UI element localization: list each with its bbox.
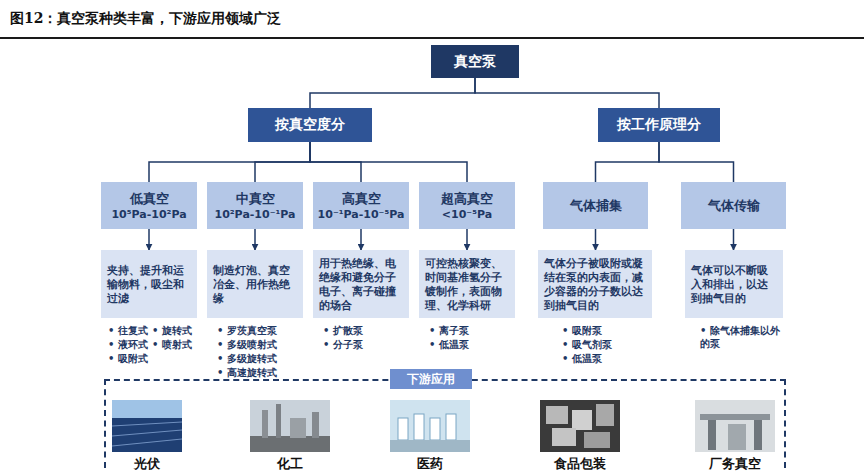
pump-type-item: • 扩散泵 <box>323 324 363 337</box>
application-tile: 厂务真空 <box>694 399 776 471</box>
pump-type-item: • 吸附泵 <box>562 324 602 337</box>
description-box: 气体可以不断吸入和排出，以达到抽气目的 <box>685 250 783 318</box>
photo-factory-vacuum <box>695 400 775 452</box>
node-text: 气体可以不断吸入和排出，以达到抽气目的 <box>691 263 777 305</box>
pump-type-item: • 离子泵 <box>429 324 469 337</box>
tree-connector <box>596 142 660 182</box>
node-text: 低真空 <box>130 190 169 207</box>
pump-type-item: • 低温泵 <box>562 352 602 365</box>
pump-type-item: • 低温泵 <box>429 338 469 351</box>
photo-pharma <box>390 400 470 452</box>
pump-type-item: • 多级喷射式 <box>217 338 277 351</box>
application-region: 下游应用光伏化工医药食品包装厂务真空 <box>104 379 786 472</box>
tree-connector <box>733 229 735 250</box>
tree-connector <box>475 78 659 108</box>
node-text: 中真空 <box>236 190 275 207</box>
tree-connector <box>149 142 310 182</box>
photo-food-packaging <box>540 400 620 452</box>
root-box: 真空泵 <box>431 45 519 78</box>
node-text: 高真空 <box>342 190 381 207</box>
title-rule <box>0 37 864 39</box>
tree-connector <box>595 229 597 250</box>
photo-solar <box>112 400 182 452</box>
pump-type-item: • 往复式 <box>108 324 148 337</box>
node-text: 10⁻¹Pa-10⁻⁵Pa <box>318 207 405 222</box>
application-tile: 食品包装 <box>539 399 621 471</box>
pump-type-item: • 高速旋转式 <box>217 366 277 379</box>
tree-connector <box>254 229 256 250</box>
tree-connector <box>255 142 310 182</box>
node-text: 可控热核聚变、时间基准氢分子镀制作，表面物理、化学科研 <box>425 256 509 312</box>
node-text: 厂务真空 <box>694 456 776 471</box>
node-text: 制造灯泡、真空冶金、用作热绝缘 <box>213 263 297 305</box>
application-tile: 光伏 <box>110 399 184 471</box>
node-text: 气体分子被吸附或凝结在泵的内表面，减少容器的分子数以达到抽气目的 <box>544 256 646 312</box>
description-box: 制造灯泡、真空冶金、用作热绝缘 <box>207 250 303 318</box>
node-text: 医药 <box>389 456 471 471</box>
tree-connector <box>466 229 468 250</box>
pump-type-item: • 除气体捕集以外的泵 <box>700 324 782 350</box>
tree-connector <box>148 229 150 250</box>
tree-connector <box>659 142 734 182</box>
application-tile: 化工 <box>249 399 331 471</box>
pump-type-item: • 旋转式 <box>152 324 192 337</box>
type-box: 气体传输 <box>681 182 786 229</box>
node-text: 夹持、提升和运输物料，吸尘和过滤 <box>107 263 191 305</box>
category-box: 按工作原理分 <box>598 108 720 142</box>
pump-type-item: • 分子泵 <box>323 338 363 351</box>
description-box: 气体分子被吸附或凝结在泵的内表面，减少容器的分子数以达到抽气目的 <box>538 250 652 318</box>
application-tile: 医药 <box>389 399 471 471</box>
node-text: 气体传输 <box>708 197 760 214</box>
tree-connector <box>310 142 467 182</box>
pump-type-item: • 吸附式 <box>108 352 148 365</box>
category-box: 按真空度分 <box>248 108 372 142</box>
type-box: 气体捕集 <box>543 182 648 229</box>
pump-type-item: • 罗茨真空泵 <box>217 324 277 337</box>
figure-title: 图12：真空泵种类丰富，下游应用领域广泛 <box>10 10 281 28</box>
type-box: 高真空10⁻¹Pa-10⁻⁵Pa <box>313 182 409 229</box>
node-text: 光伏 <box>110 456 184 471</box>
description-box: 可控热核聚变、时间基准氢分子镀制作，表面物理、化学科研 <box>419 250 515 318</box>
node-text: 用于热绝缘、电绝缘和避免分子电子、离子碰撞的场合 <box>319 256 403 312</box>
description-box: 用于热绝缘、电绝缘和避免分子电子、离子碰撞的场合 <box>313 250 409 318</box>
node-text: 气体捕集 <box>570 197 622 214</box>
section-tag: 下游应用 <box>390 369 472 389</box>
pump-type-item: • 吸气剂泵 <box>562 338 612 351</box>
node-text: 食品包装 <box>539 456 621 471</box>
node-text: 超高真空 <box>441 190 493 207</box>
node-text: 按工作原理分 <box>617 116 701 134</box>
pump-type-item: • 喷射式 <box>152 338 192 351</box>
type-box: 中真空10²Pa-10⁻¹Pa <box>207 182 303 229</box>
tree-connector <box>310 78 475 108</box>
node-text: 按真空度分 <box>275 116 345 134</box>
node-text: 10⁵Pa-10²Pa <box>111 207 186 222</box>
photo-chemical <box>250 400 330 452</box>
type-box: 超高真空<10⁻⁵Pa <box>419 182 515 229</box>
pump-type-item: • 多级旋转式 <box>217 352 277 365</box>
tree-connector <box>360 229 362 250</box>
type-box: 低真空10⁵Pa-10²Pa <box>101 182 197 229</box>
node-text: 10²Pa-10⁻¹Pa <box>214 207 295 222</box>
pump-type-item: • 液环式 <box>108 338 148 351</box>
node-text: <10⁻⁵Pa <box>442 207 492 222</box>
node-text: 真空泵 <box>454 53 496 71</box>
description-box: 夹持、提升和运输物料，吸尘和过滤 <box>101 250 197 318</box>
node-text: 化工 <box>249 456 331 471</box>
